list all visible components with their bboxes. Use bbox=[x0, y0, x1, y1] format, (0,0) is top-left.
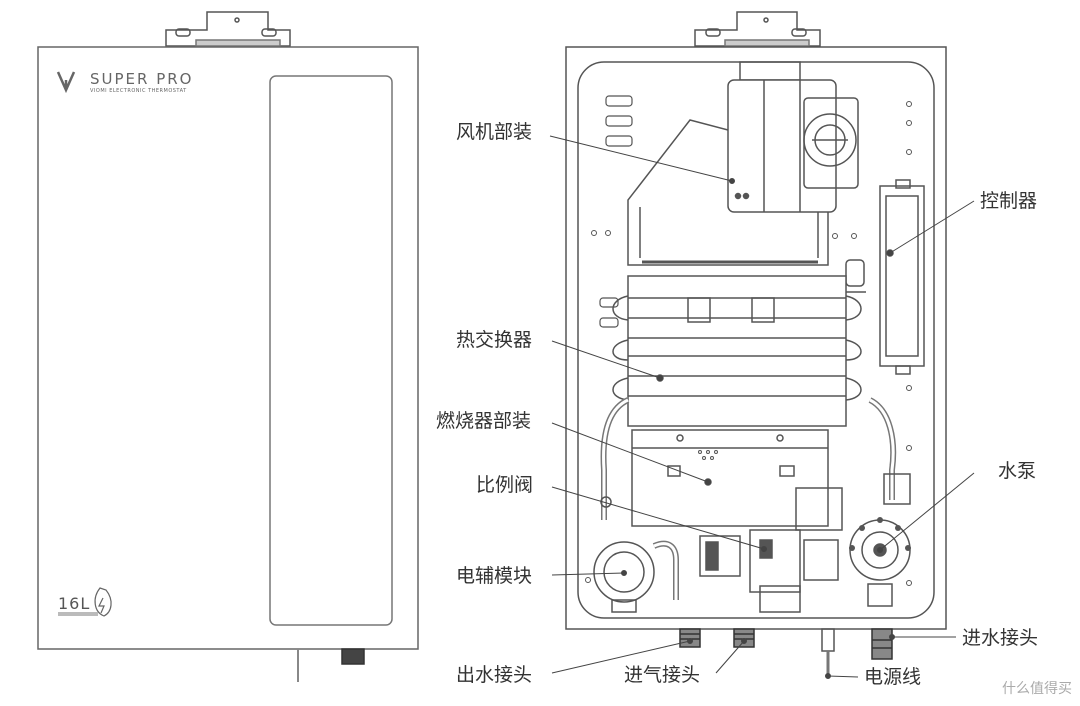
label-burner: 燃烧器部装 bbox=[436, 410, 532, 432]
front-display-window bbox=[269, 75, 393, 626]
label-proportional-valve: 比例阀 bbox=[476, 474, 534, 496]
flue-hood bbox=[627, 119, 829, 266]
burner-assembly bbox=[631, 429, 829, 527]
heat-exchanger bbox=[612, 275, 862, 427]
fan-assembly bbox=[727, 61, 859, 213]
leader-lines bbox=[549, 135, 975, 679]
label-water-outlet: 出水接头 bbox=[456, 664, 533, 686]
flame-bolt-icon bbox=[94, 587, 112, 617]
controller-box bbox=[879, 179, 925, 375]
watermark: 什么值得买 bbox=[1002, 681, 1072, 697]
brand-subtitle: VIOMI ELECTRONIC THERMOSTAT bbox=[90, 88, 187, 94]
label-power-cord: 电源线 bbox=[864, 666, 922, 688]
label-water-inlet: 进水接头 bbox=[962, 627, 1039, 649]
proportional-valve bbox=[749, 487, 843, 613]
label-heater-module: 电辅模块 bbox=[456, 565, 533, 587]
front-panel bbox=[37, 46, 419, 650]
brand-logo-icon bbox=[56, 71, 76, 94]
front-view bbox=[37, 11, 419, 682]
power-cord bbox=[821, 628, 835, 676]
capacity-badge: 16L bbox=[58, 594, 91, 613]
igniter bbox=[844, 259, 866, 293]
label-fan: 风机部装 bbox=[456, 121, 533, 143]
label-controller: 控制器 bbox=[980, 190, 1038, 212]
internal-view bbox=[565, 11, 947, 676]
brand-name: SUPER PRO bbox=[90, 70, 194, 88]
label-pump: 水泵 bbox=[998, 460, 1037, 482]
label-gas-inlet: 进气接头 bbox=[624, 664, 701, 686]
water-inlet-connector bbox=[871, 628, 893, 660]
label-heat-exchanger: 热交换器 bbox=[456, 329, 533, 351]
